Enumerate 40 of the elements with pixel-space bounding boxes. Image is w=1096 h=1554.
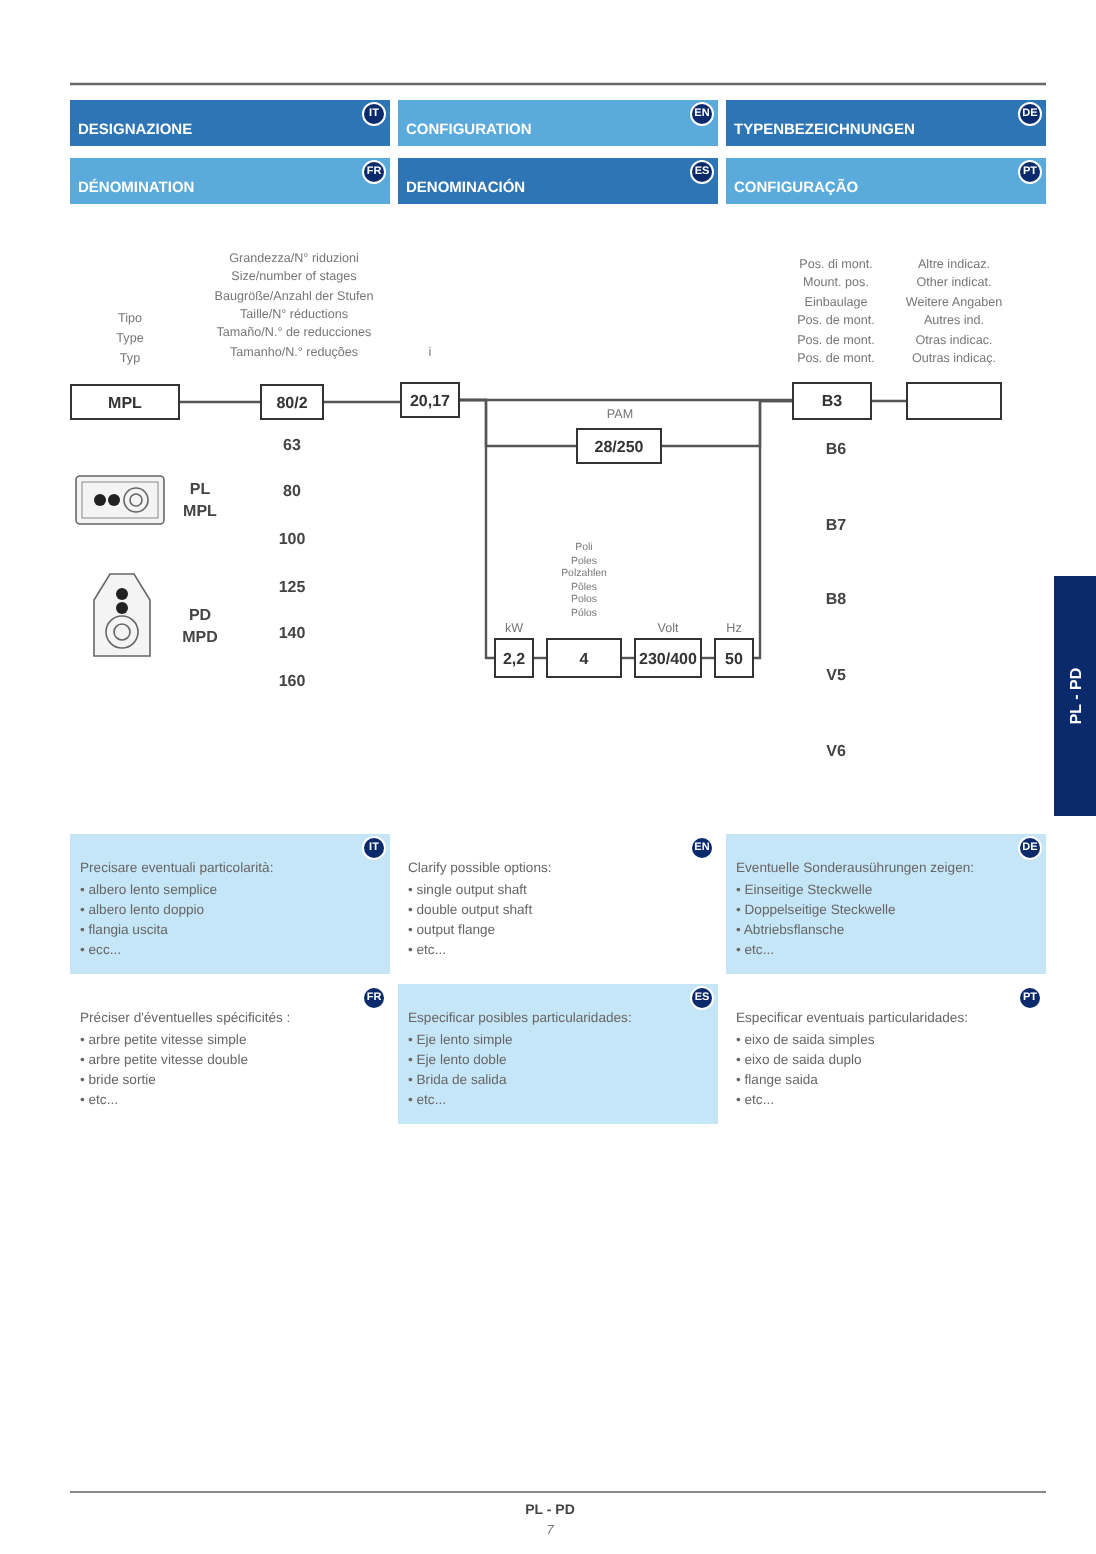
code-box: 230/400	[634, 638, 702, 678]
header-band	[726, 100, 1046, 146]
connector-line	[754, 399, 792, 660]
code-box: 4	[546, 638, 622, 678]
size-value: 63	[283, 438, 301, 454]
code-box: 28/250	[576, 428, 662, 464]
position-code: V6	[826, 744, 846, 760]
note-panel	[70, 834, 390, 974]
header-band	[70, 100, 390, 146]
code-box: 80/2	[260, 384, 324, 420]
code-box: MPL	[70, 384, 180, 420]
connector-line	[460, 398, 494, 660]
code-box: 2,2	[494, 638, 534, 678]
type-code: MPL	[183, 504, 217, 520]
size-value: 125	[278, 580, 306, 596]
header-band	[70, 158, 390, 204]
header-band	[398, 100, 718, 146]
size-value: 160	[278, 674, 306, 690]
code-box: 50	[714, 638, 754, 678]
code-box: 20,17	[400, 382, 460, 418]
note-panel	[726, 834, 1046, 974]
position-code: V5	[826, 668, 846, 684]
side-tab: PL - PD	[1054, 576, 1096, 816]
position-code: B6	[825, 442, 847, 458]
type-code: PD	[188, 608, 212, 624]
header-band	[726, 158, 1046, 204]
connector-line	[872, 399, 906, 403]
code-box: B3	[792, 382, 872, 420]
empty-code-box	[906, 382, 1002, 420]
size-value: 100	[278, 532, 306, 548]
position-code: B7	[825, 518, 847, 534]
type-code: PL	[189, 482, 211, 498]
connector-line	[324, 400, 400, 404]
note-panel	[398, 984, 718, 1124]
header-band	[398, 158, 718, 204]
size-value: 140	[278, 626, 306, 642]
connector-line	[180, 400, 260, 404]
position-code: B8	[825, 592, 847, 608]
size-value: 80	[283, 484, 301, 500]
type-code: MPD	[182, 630, 218, 646]
